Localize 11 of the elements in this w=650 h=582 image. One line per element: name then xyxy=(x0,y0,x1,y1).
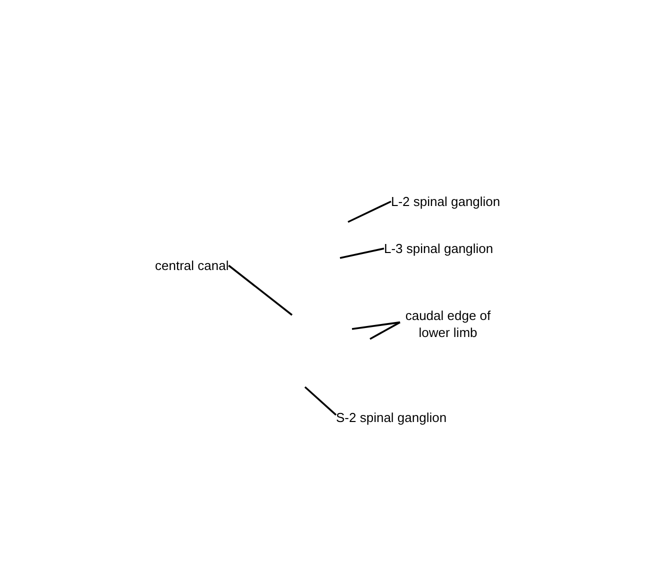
structure-label: L-2 spinal ganglion xyxy=(391,193,500,210)
leader-line xyxy=(228,264,293,316)
leader-line xyxy=(340,248,384,259)
leader-line xyxy=(304,386,337,416)
structure-label: L-3 spinal ganglion xyxy=(384,240,494,257)
structure-label: S-2 spinal ganglion xyxy=(336,409,447,426)
structure-label: caudal edge of lower limb xyxy=(400,307,496,341)
structure-label: central canal xyxy=(155,257,229,274)
leader-line xyxy=(348,200,392,223)
leader-line xyxy=(370,322,400,340)
leader-line xyxy=(352,321,400,330)
